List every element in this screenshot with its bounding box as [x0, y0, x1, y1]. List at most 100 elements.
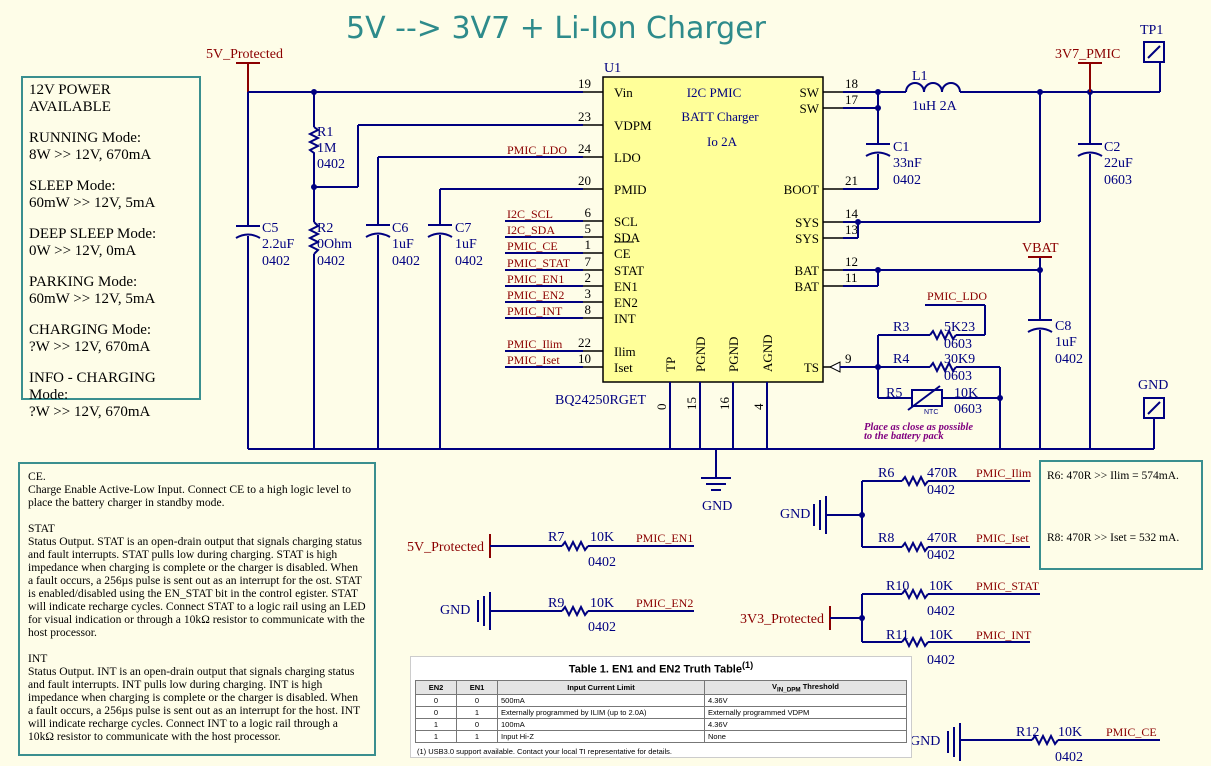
- table-cell: 500mA: [497, 694, 705, 708]
- inductor-l1: [905, 82, 961, 93]
- r5-ntc: NTC: [924, 409, 938, 416]
- mode-name: RUNNING Mode:: [29, 130, 142, 146]
- pin-num-b-0: 0: [654, 404, 669, 411]
- mode-item: INFO - CHARGING Mode:?W >> 12V, 670mA: [29, 370, 193, 421]
- cap-c7: [427, 224, 453, 238]
- pin-description-box: CE.Charge Enable Active-Low Input. Conne…: [18, 462, 376, 756]
- testpoint-tp1: [1143, 41, 1165, 63]
- c5-value: 2.2uF: [262, 237, 295, 252]
- pin-num-r-1: 17: [845, 92, 859, 107]
- pin-name-iset: Iset: [614, 360, 633, 375]
- r6-ref: R6: [878, 466, 894, 481]
- pin-name-vin: Vin: [614, 85, 633, 100]
- table-cell: 1: [456, 730, 498, 744]
- table-cell: 0: [415, 706, 457, 720]
- r11-pkg: 0402: [927, 653, 955, 668]
- th-vdpm: VIN_DPM Threshold: [704, 679, 907, 696]
- r8-pkg: 0402: [927, 548, 955, 563]
- pin-num-iset: 10: [578, 351, 591, 366]
- r3-ref: R3: [893, 320, 909, 335]
- pin-name-sda: SDA: [614, 230, 641, 245]
- input-wiring: [247, 89, 1090, 450]
- r3-value: 5K23: [944, 320, 975, 335]
- c8-value: 1uF: [1055, 335, 1077, 350]
- cap-c5: [235, 225, 261, 239]
- power-modes-box: 12V POWER AVAILABLE RUNNING Mode:8W >> 1…: [21, 76, 201, 420]
- mode-item: CHARGING Mode:?W >> 12V, 670mA: [29, 322, 193, 356]
- r4-pkg: 0603: [944, 369, 972, 384]
- description-title: CE.: [28, 470, 46, 483]
- power-3v7-label: 3V7_PMIC: [1055, 47, 1120, 62]
- power-5v-label: 5V_Protected: [206, 47, 283, 62]
- pin-num-r-7: 9: [845, 351, 852, 366]
- ic-part: BQ24250RGET: [555, 393, 646, 408]
- ce-network: GND: [910, 723, 1160, 761]
- table-cell: 1: [415, 730, 457, 744]
- c8-pkg: 0402: [1055, 352, 1083, 367]
- r12-pkg: 0402: [1055, 750, 1083, 765]
- mode-name: PARKING Mode:: [29, 274, 138, 290]
- r1-pkg: 0402: [317, 157, 345, 172]
- pin-name-r-boot-2: BOOT: [784, 182, 819, 197]
- r5-pkg: 0603: [954, 402, 982, 417]
- modes-header: 12V POWER AVAILABLE: [29, 82, 111, 115]
- ic-line3: Io 2A: [707, 134, 738, 149]
- mode-value: 0W >> 12V, 0mA: [29, 243, 137, 259]
- pin-num-vdpm: 23: [578, 109, 591, 124]
- cap-c6: [365, 224, 391, 238]
- pin-name-r-sys-3: SYS: [795, 215, 819, 230]
- r8-value: 470R: [927, 531, 958, 546]
- table-cell: Externally programmed VDPM: [704, 706, 907, 720]
- pin-num-scl: 6: [585, 205, 592, 220]
- r2-ref: R2: [317, 221, 333, 236]
- c2-ref: C2: [1104, 140, 1120, 155]
- r11-value: 10K: [929, 628, 953, 643]
- pin-name-r-sw-0: SW: [800, 85, 820, 100]
- table-cell: 1: [456, 706, 498, 720]
- r8-ref: R8: [878, 531, 894, 546]
- pin-num-r-4: 13: [845, 222, 858, 237]
- table-cell: 1: [415, 718, 457, 732]
- r10-pkg: 0402: [927, 604, 955, 619]
- ic-left-pins: 19Vin23VDPM24LDOPMIC_LDO20PMID6SCLI2C_SC…: [505, 76, 652, 375]
- r12-value: 10K: [1058, 725, 1082, 740]
- pin-num-vin: 19: [578, 76, 591, 91]
- output-wiring: [843, 62, 1161, 449]
- calc-line-iset: R8: 470R >> Iset = 532 mA.: [1047, 532, 1180, 544]
- cap-c8: [1027, 319, 1053, 333]
- pin-num-ldo: 24: [578, 141, 592, 156]
- table-cell: 0: [415, 694, 457, 708]
- pin-name-ilim: Ilim: [614, 344, 636, 359]
- ts-network: [828, 304, 1003, 449]
- en-network: 5V_Protected GND: [407, 534, 694, 630]
- c1-value: 33nF: [893, 156, 922, 171]
- mode-value: 60mW >> 12V, 5mA: [29, 291, 156, 307]
- description-section: CE.Charge Enable Active-Low Input. Conne…: [28, 470, 366, 509]
- truth-table: Table 1. EN1 and EN2 Truth Table(1) EN2 …: [410, 656, 912, 758]
- stat-int-network: 3V3_Protected: [740, 587, 1040, 649]
- c7-ref: C7: [455, 221, 471, 236]
- mode-value: 60mW >> 12V, 5mA: [29, 195, 156, 211]
- mode-name: CHARGING Mode:: [29, 322, 152, 338]
- r9-net: PMIC_EN2: [636, 596, 693, 610]
- net-label-pmic_en1: PMIC_EN1: [507, 272, 564, 286]
- table-cell: 0: [456, 694, 498, 708]
- c5-pkg: 0402: [262, 254, 290, 269]
- mode-value: ?W >> 12V, 670mA: [29, 339, 151, 355]
- r12-gnd-label: GND: [910, 734, 940, 749]
- c2-pkg: 0603: [1104, 173, 1132, 188]
- table-cell: Externally programmed by ILIM (up to 2.0…: [497, 706, 705, 720]
- pin-name-b-pgnd-1: PGND: [693, 337, 708, 372]
- ic-ref: U1: [604, 61, 621, 76]
- pin-num-ilim: 22: [578, 335, 591, 350]
- l1-ref: L1: [912, 69, 928, 84]
- tp1-label: TP1: [1140, 23, 1163, 38]
- net-label-pmic_ilim: PMIC_Ilim: [507, 337, 563, 351]
- pin-num-en1: 2: [585, 270, 592, 285]
- r9-value: 10K: [590, 596, 614, 611]
